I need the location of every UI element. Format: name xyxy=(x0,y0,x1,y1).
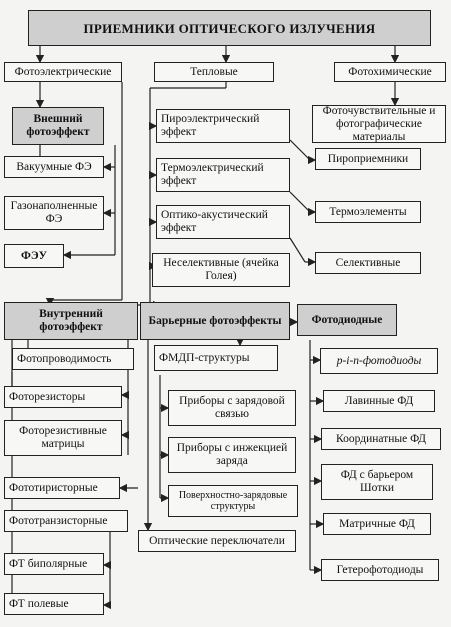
diagram-title: ПРИЕМНИКИ ОПТИЧЕСКОГО ИЗЛУЧЕНИЯ xyxy=(28,10,431,46)
diagram-title-text: ПРИЕМНИКИ ОПТИЧЕСКОГО ИЗЛУЧЕНИЯ xyxy=(83,20,376,36)
external-item-vacuum: Вакуумные ФЭ xyxy=(4,156,104,178)
internal-item-ft-bipolar: ФТ биполярные xyxy=(4,553,104,575)
internal-item-label: Фоторезисторы xyxy=(9,390,86,403)
internal-item-photoresistive-matrices: Фоторезистивные матрицы xyxy=(4,420,122,456)
barrier-item-cid: Приборы с инжекцией заряда xyxy=(168,437,296,473)
barrier-heading-label: Барьерные фотоэффекты xyxy=(148,314,282,327)
external-item-gas: Газонаполненные ФЭ xyxy=(4,196,104,230)
external-item-label: Газонаполненные ФЭ xyxy=(10,200,98,225)
thermal-item-label: Неселективные (ячейка Голея) xyxy=(163,257,279,282)
internal-item-label: Фоторезистивные матрицы xyxy=(19,425,107,450)
external-item-label: ФЭУ xyxy=(20,249,48,262)
external-heading: Внешний фотоэффект xyxy=(12,107,104,145)
internal-heading: Внутренний фотоэффект xyxy=(4,302,138,340)
barrier-item-fmdp: ФМДП-структуры xyxy=(154,345,278,371)
barrier-item-label: Оптические переключатели xyxy=(149,534,285,547)
thermal-right-selective: Селективные xyxy=(315,252,421,274)
internal-item-label: Фототранзисторные xyxy=(9,514,108,527)
internal-item-photothyristor: Фототиристорные xyxy=(4,477,120,499)
thermal-right-label: Пироприемники xyxy=(327,152,409,165)
internal-item-ft-field: ФТ полевые xyxy=(4,593,104,615)
photochem-item-materials: Фоточувствительные и фотографические мат… xyxy=(312,105,446,143)
photodiode-item-label: Координатные ФД xyxy=(336,432,426,445)
photodiode-item-label: ФД с барьером Шотки xyxy=(340,469,414,494)
internal-item-photoresistors: Фоторезисторы xyxy=(4,386,122,408)
photodiode-item-label: Лавинные ФД xyxy=(344,394,414,407)
internal-item-label: ФТ полевые xyxy=(9,597,69,610)
photodiode-item-schottky: ФД с барьером Шотки xyxy=(321,464,433,500)
thermal-item-label: Термоэлектрический эффект xyxy=(161,162,264,187)
barrier-item-ccd: Приборы с зарядовой связью xyxy=(168,390,296,426)
internal-item-photoconductivity: Фотопроводимость xyxy=(12,348,134,370)
thermal-item-thermoelectric: Термоэлектрический эффект xyxy=(156,158,290,192)
barrier-item-label: ФМДП-структуры xyxy=(159,351,250,364)
barrier-item-surface-charge: Поверхностно-зарядовые структуры xyxy=(168,485,298,517)
thermal-item-golay: Неселективные (ячейка Голея) xyxy=(152,253,290,287)
category-thermal-label: Тепловые xyxy=(190,65,238,78)
internal-heading-label: Внутренний фотоэффект xyxy=(39,308,103,333)
thermal-item-label: Оптико-акустический эффект xyxy=(161,209,268,234)
photodiode-item-label: p-i-n-фотодиоды xyxy=(336,354,422,367)
photodiode-item-label: Гетерофотодиоды xyxy=(336,563,424,576)
thermal-item-optoacoustic: Оптико-акустический эффект xyxy=(156,205,290,239)
photodiode-item-matrix: Матричные ФД xyxy=(323,513,431,535)
internal-item-label: Фототиристорные xyxy=(9,481,98,494)
category-photoelectric: Фотоэлектрические xyxy=(4,62,122,82)
barrier-item-label: Приборы с инжекцией заряда xyxy=(176,442,288,467)
barrier-item-label: Приборы с зарядовой связью xyxy=(179,395,285,420)
thermal-right-label: Селективные xyxy=(335,256,401,269)
external-item-feu: ФЭУ xyxy=(4,244,64,268)
photodiode-item-label: Матричные ФД xyxy=(339,517,415,530)
photodiode-item-pin: p-i-n-фотодиоды xyxy=(320,348,438,374)
barrier-item-optical-switches: Оптические переключатели xyxy=(138,530,296,552)
thermal-item-pyro: Пироэлектрический эффект xyxy=(156,109,290,143)
photodiode-item-coordinate: Координатные ФД xyxy=(321,428,441,450)
internal-item-label: Фотопроводимость xyxy=(17,352,112,365)
thermal-right-label: Термоэлементы xyxy=(329,205,407,218)
thermal-right-pyroreceivers: Пироприемники xyxy=(315,148,421,170)
barrier-item-label: Поверхностно-зарядовые структуры xyxy=(178,490,288,512)
barrier-heading: Барьерные фотоэффекты xyxy=(140,302,290,340)
internal-item-label: ФТ биполярные xyxy=(9,557,88,570)
thermal-right-thermoelements: Термоэлементы xyxy=(315,201,421,223)
photodiode-heading-label: Фотодиодные xyxy=(311,313,383,326)
category-photoelectric-label: Фотоэлектрические xyxy=(14,65,112,78)
external-item-label: Вакуумные ФЭ xyxy=(16,160,92,173)
photodiode-heading: Фотодиодные xyxy=(297,304,397,336)
photodiode-item-avalanche: Лавинные ФД xyxy=(323,390,435,412)
thermal-item-label: Пироэлектрический эффект xyxy=(161,113,260,138)
category-photochemical: Фотохимические xyxy=(334,62,446,82)
category-thermal: Тепловые xyxy=(154,62,274,82)
category-photochemical-label: Фотохимические xyxy=(348,65,432,78)
photodiode-item-hetero: Гетерофотодиоды xyxy=(321,559,439,581)
internal-item-phototransistor: Фототранзисторные xyxy=(4,510,128,532)
external-heading-label: Внешний фотоэффект xyxy=(26,113,90,138)
photochem-item-label: Фоточувствительные и фотографические мат… xyxy=(322,104,436,143)
